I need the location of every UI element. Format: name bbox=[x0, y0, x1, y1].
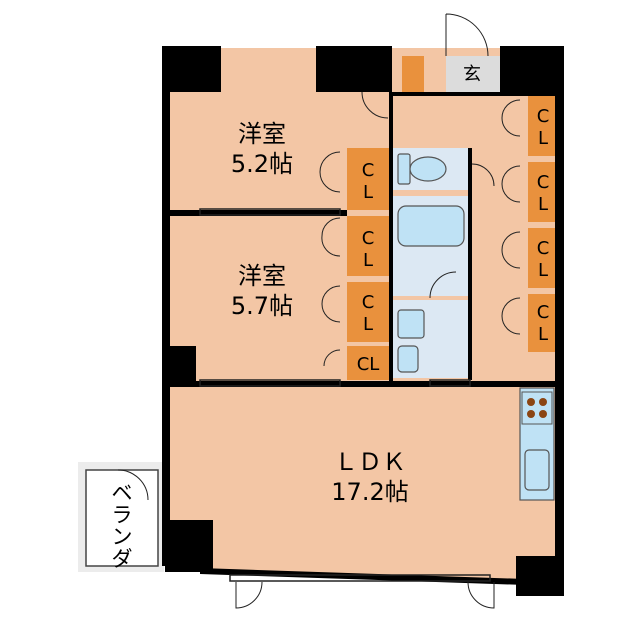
closet-label: L bbox=[363, 182, 373, 203]
room-size-ldk: 17.2帖 bbox=[331, 478, 408, 506]
balcony-label-char: ラ bbox=[112, 503, 133, 527]
closet-western2-c bbox=[347, 346, 389, 380]
room-size-western1: 5.2帖 bbox=[231, 150, 293, 178]
closet-western2-a bbox=[347, 216, 389, 276]
burner-icon bbox=[539, 410, 547, 418]
closet-hall-2 bbox=[528, 162, 558, 222]
closet-western1 bbox=[347, 148, 389, 210]
entrance-door bbox=[445, 13, 489, 57]
closet-hall-4 bbox=[528, 294, 558, 352]
closet-label: C bbox=[362, 160, 375, 181]
closet-label: C bbox=[362, 228, 375, 249]
closet-label: C bbox=[362, 292, 375, 313]
door-swings bbox=[235, 91, 521, 609]
room-name-ldk: ＬＤＫ bbox=[334, 448, 406, 476]
closet-label: L bbox=[363, 314, 373, 335]
closet-label: L bbox=[363, 250, 373, 271]
toilet-bowl bbox=[409, 156, 447, 182]
closet-label: L bbox=[538, 260, 548, 281]
closet-shoe bbox=[402, 56, 424, 92]
balcony-label-char: ベ bbox=[112, 481, 133, 505]
entrance-label: 玄 bbox=[463, 64, 481, 85]
closet-label: C bbox=[537, 238, 550, 259]
closet-label: L bbox=[538, 324, 548, 345]
room-size-western2: 5.7帖 bbox=[231, 292, 293, 320]
closet-label: CL bbox=[357, 354, 380, 375]
closet-label: C bbox=[537, 106, 550, 127]
closet-label: L bbox=[538, 128, 548, 149]
toilet-tank bbox=[397, 153, 411, 185]
sink bbox=[524, 449, 550, 491]
western-room-2 bbox=[170, 216, 346, 380]
washbasin bbox=[397, 309, 425, 339]
closet-label: C bbox=[537, 172, 550, 193]
closet-label: L bbox=[538, 194, 548, 215]
balcony-label-char: ダ bbox=[112, 547, 133, 571]
balcony-label-char: ン bbox=[112, 525, 133, 549]
closet-hall-3 bbox=[528, 228, 558, 288]
ldk-room bbox=[175, 386, 552, 568]
western-room-1 bbox=[170, 92, 346, 212]
bathtub bbox=[397, 205, 465, 247]
room-name-western1: 洋室 bbox=[238, 120, 286, 148]
balcony bbox=[78, 462, 164, 572]
entrance-area bbox=[446, 56, 502, 92]
stove bbox=[521, 391, 553, 425]
burner-icon bbox=[527, 398, 535, 406]
burner-icon bbox=[527, 410, 535, 418]
closets bbox=[347, 56, 558, 380]
closet-western2-b bbox=[347, 282, 389, 342]
closet-label: C bbox=[537, 302, 550, 323]
fixtures bbox=[397, 153, 555, 501]
closet-hall-1 bbox=[528, 96, 558, 156]
washing-machine bbox=[397, 345, 419, 373]
burner-icon bbox=[539, 398, 547, 406]
room-name-western2: 洋室 bbox=[238, 262, 286, 290]
